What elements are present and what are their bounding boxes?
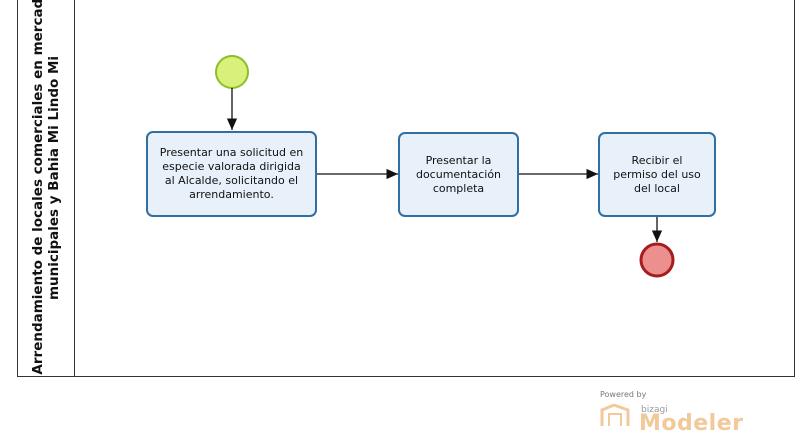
process-pool: Arrendamiento de locales comerciales en … (17, 0, 795, 436)
task-label: Recibir el permiso del uso del local (613, 153, 701, 195)
pool-frame (17, 0, 795, 377)
bizagi-logo-icon (600, 404, 630, 426)
lane-header (17, 0, 75, 377)
end-event[interactable] (639, 242, 675, 278)
task-presentar-solicitud[interactable]: Presentar una solicitud en especie valor… (146, 131, 317, 217)
product-name: Modeler (639, 411, 744, 436)
powered-by-text: Powered by (600, 390, 647, 399)
start-event[interactable] (215, 55, 249, 89)
task-label: Presentar la documentación completa (415, 153, 502, 195)
task-presentar-documentacion[interactable]: Presentar la documentación completa (398, 132, 519, 217)
vendor-name: bizagi (641, 405, 668, 415)
task-label: Presentar una solicitud en especie valor… (159, 146, 304, 201)
flow-diagram (215, 55, 675, 278)
task-recibir-permiso[interactable]: Recibir el permiso del uso del local (598, 132, 716, 217)
